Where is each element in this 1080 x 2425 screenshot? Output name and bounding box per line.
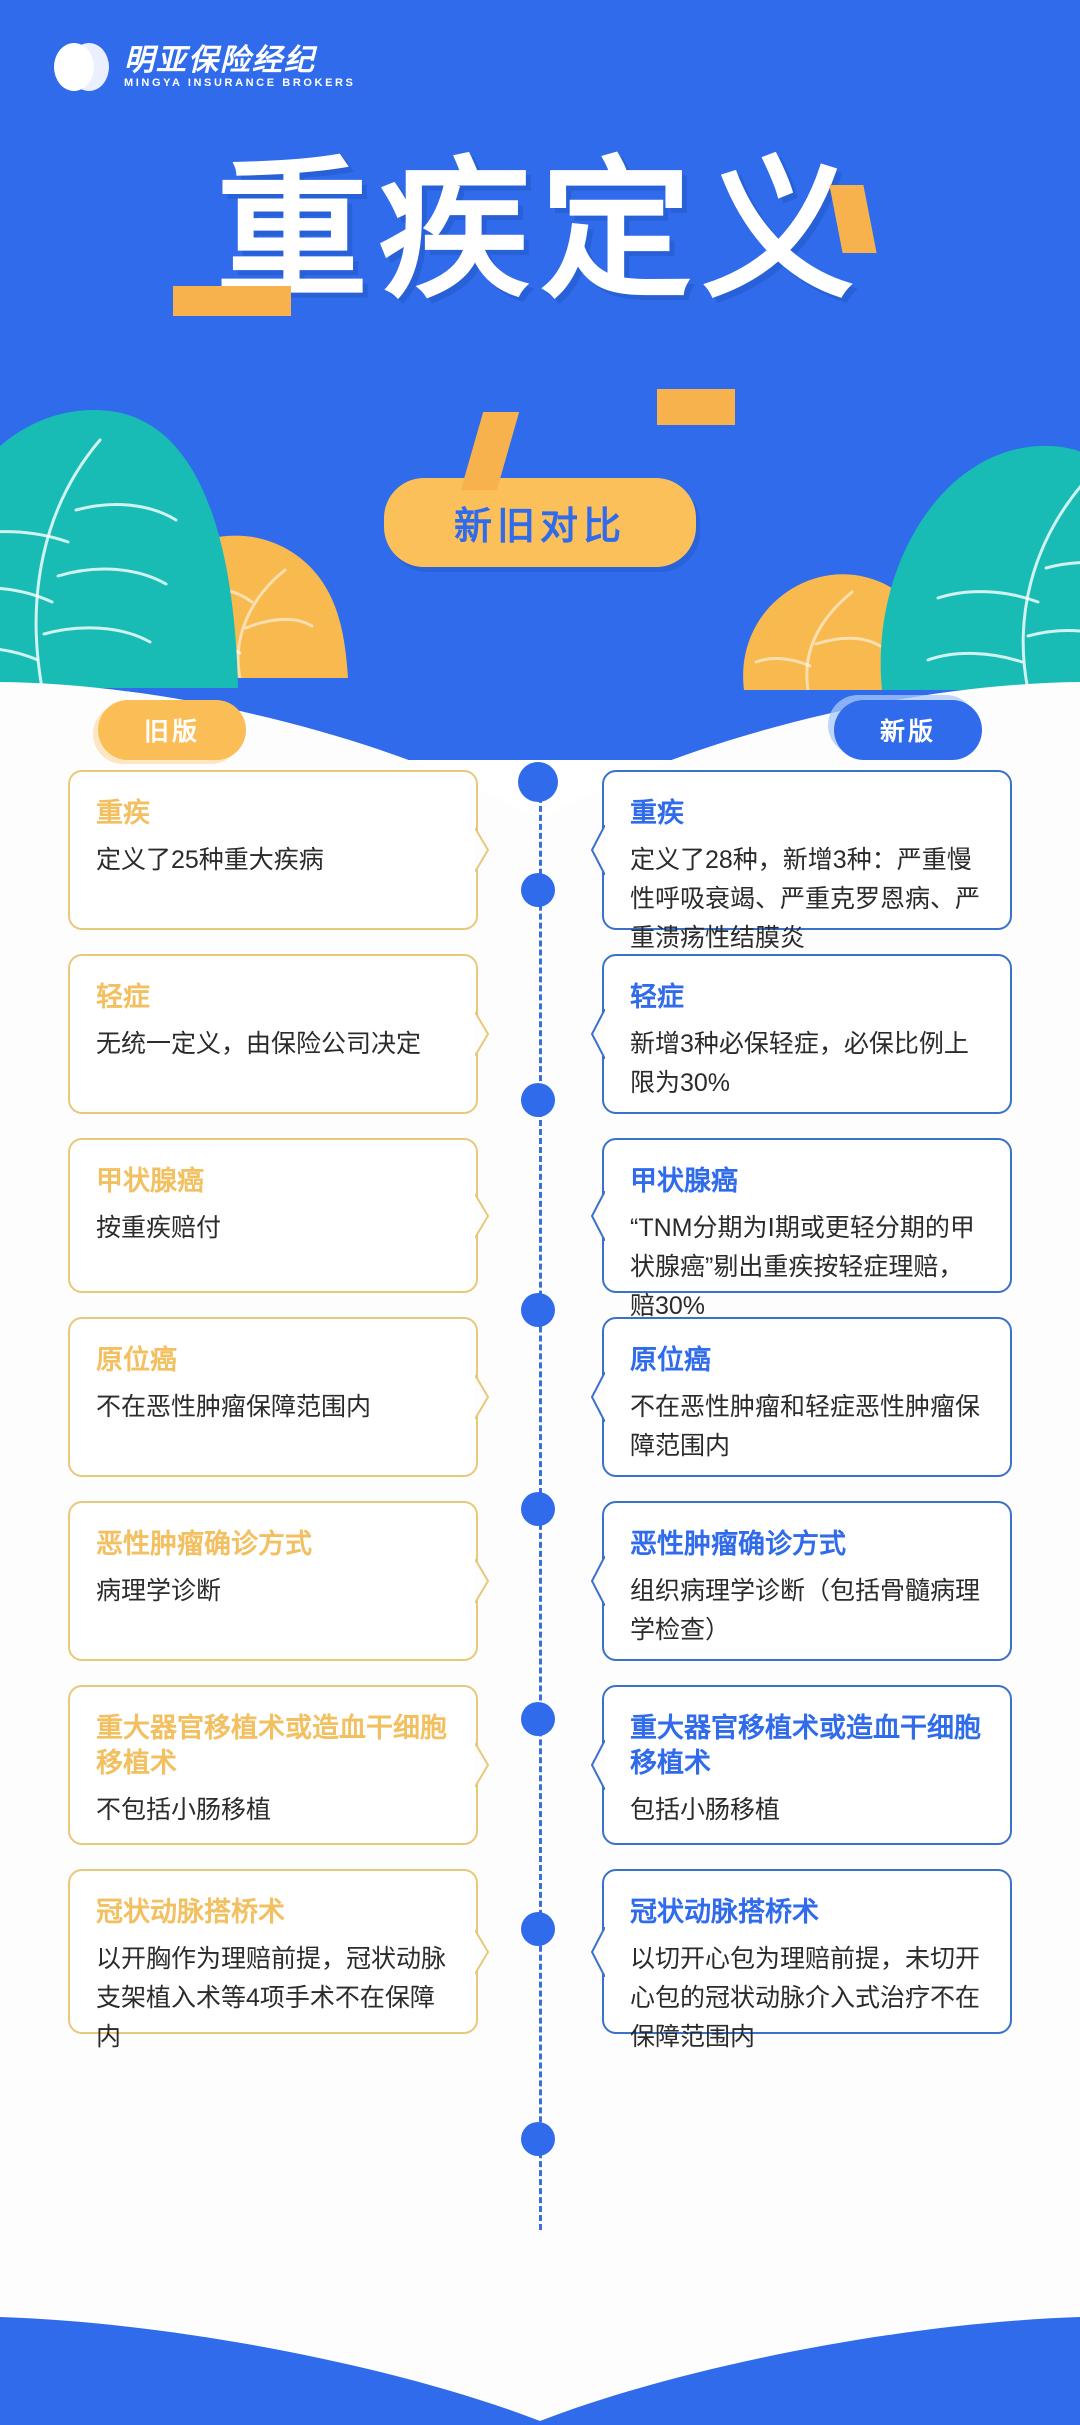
old-card-body: 以开胸作为理赔前提，冠状动脉支架植入术等4项手术不在保障内 [96, 1945, 447, 2051]
hero-banner: 明亚保险经纪 MINGYA INSURANCE BROKERS 重疾定义 新旧对… [0, 0, 1080, 760]
new-card-body: “TNM分期为Ⅰ期或更轻分期的甲状腺癌”剔出重疾按轻症理赔，赔30% [630, 1214, 975, 1320]
timeline-dot-row-2 [521, 1083, 555, 1117]
new-card-title: 甲状腺癌 [630, 1166, 738, 1196]
subtitle-badge: 新旧对比 [383, 478, 697, 567]
timeline-dot-row-3 [521, 1293, 555, 1327]
old-definition-card: 冠状动脉搭桥术 以开胸作为理赔前提，冠状动脉支架植入术等4项手术不在保障内 [68, 1869, 489, 2051]
new-card-title: 原位癌 [630, 1345, 711, 1375]
chevron-left-icon [591, 1190, 605, 1241]
comparison-row: 重大器官移植术或造血干细胞移植术 不包括小肠移植 重大器官移植术或造血干细胞移植… [0, 1685, 1080, 1845]
comparison-row: 冠状动脉搭桥术 以开胸作为理赔前提，冠状动脉支架植入术等4项手术不在保障内 冠状… [0, 1869, 1080, 2051]
chevron-right-icon [475, 1929, 489, 1974]
new-card-body: 包括小肠移植 [630, 1796, 781, 1825]
title-accent-bar-1 [173, 286, 291, 316]
old-card-body: 定义了25种重大疾病 [96, 846, 324, 875]
old-definition-card: 恶性肿瘤确诊方式 病理学诊断 [68, 1501, 489, 1661]
comparison-headers: 旧版 新版 [0, 700, 1080, 770]
mingya-discs-logo-icon [52, 42, 110, 92]
old-card-title: 重疾 [96, 798, 150, 828]
brand-logo: 明亚保险经纪 MINGYA INSURANCE BROKERS [52, 42, 356, 92]
chevron-left-icon [591, 1740, 605, 1790]
chevron-left-icon [591, 1372, 605, 1422]
new-card-title: 重大器官移植术或造血干细胞移植术 [630, 1713, 981, 1779]
old-card-body: 不在恶性肿瘤保障范围内 [96, 1393, 372, 1422]
comparison-row: 恶性肿瘤确诊方式 病理学诊断 恶性肿瘤确诊方式 组织病理学诊断（包括骨髓病理学检… [0, 1501, 1080, 1661]
new-definition-card: 重疾 定义了28种，新增3种：严重慢性呼吸衰竭、严重克罗恩病、严重溃疡性结膜炎 [591, 770, 1012, 952]
timeline-dot-row-7 [521, 2122, 555, 2156]
comparison-section: 旧版 新版 重疾 定义了25种重大疾病 重疾 定义了28种，新增3种：严重慢性呼… [0, 700, 1080, 2058]
old-card-title: 甲状腺癌 [96, 1166, 204, 1196]
timeline-dot-top [518, 762, 558, 802]
brand-name-cn: 明亚保险经纪 [124, 43, 316, 77]
new-card-title: 重疾 [630, 798, 684, 828]
new-definition-card: 恶性肿瘤确诊方式 组织病理学诊断（包括骨髓病理学检查） [591, 1501, 1012, 1661]
new-definition-card: 原位癌 不在恶性肿瘤和轻症恶性肿瘤保障范围内 [591, 1317, 1012, 1477]
chevron-right-icon [475, 828, 489, 872]
page-title: 重疾定义 [216, 146, 864, 316]
column-header-new: 新版 [833, 700, 982, 760]
old-definition-card: 重疾 定义了25种重大疾病 [68, 770, 489, 930]
leaf-teal-right-icon [880, 445, 1080, 690]
old-card-body: 无统一定义，由保险公司决定 [96, 1030, 422, 1059]
chevron-right-icon [475, 1375, 489, 1419]
timeline-dot-row-6 [521, 1912, 555, 1946]
chevron-left-icon [591, 1556, 605, 1606]
column-header-old: 旧版 [98, 700, 247, 760]
new-definition-card: 冠状动脉搭桥术 以切开心包为理赔前提，未切开心包的冠状动脉介入式治疗不在保障范围… [591, 1869, 1012, 2051]
chevron-left-icon [591, 825, 605, 875]
new-definition-card: 重大器官移植术或造血干细胞移植术 包括小肠移植 [591, 1685, 1012, 1845]
new-definition-card: 轻症 新增3种必保轻症，必保比例上限为30% [591, 954, 1012, 1114]
timeline-dot-row-1 [521, 873, 555, 907]
comparison-row: 原位癌 不在恶性肿瘤保障范围内 原位癌 不在恶性肿瘤和轻症恶性肿瘤保障范围内 [0, 1317, 1080, 1477]
new-card-body: 组织病理学诊断（包括骨髓病理学检查） [630, 1577, 981, 1644]
book-bottom-fold [0, 2317, 1080, 2425]
leaf-teal-left-icon [0, 409, 238, 688]
old-card-title: 原位癌 [96, 1345, 177, 1375]
timeline-dot-row-5 [521, 1702, 555, 1736]
old-definition-card: 重大器官移植术或造血干细胞移植术 不包括小肠移植 [68, 1685, 489, 1845]
old-card-title: 轻症 [96, 982, 150, 1012]
new-card-body: 不在恶性肿瘤和轻症恶性肿瘤保障范围内 [630, 1393, 981, 1460]
new-card-body: 定义了28种，新增3种：严重慢性呼吸衰竭、严重克罗恩病、严重溃疡性结膜炎 [630, 846, 981, 952]
title-accent-bar-3 [657, 389, 735, 425]
old-card-title: 冠状动脉搭桥术 [96, 1897, 285, 1927]
new-card-title: 轻症 [630, 982, 684, 1012]
chevron-left-icon [591, 1009, 605, 1059]
old-card-body: 病理学诊断 [96, 1577, 222, 1606]
comparison-row: 重疾 定义了25种重大疾病 重疾 定义了28种，新增3种：严重慢性呼吸衰竭、严重… [0, 770, 1080, 952]
chevron-right-icon [475, 1559, 489, 1603]
new-card-title: 冠状动脉搭桥术 [630, 1897, 819, 1927]
comparison-row: 轻症 无统一定义，由保险公司决定 轻症 新增3种必保轻症，必保比例上限为30% [0, 954, 1080, 1114]
chevron-right-icon [475, 1743, 489, 1787]
old-card-body: 按重疾赔付 [96, 1214, 222, 1243]
old-definition-card: 甲状腺癌 按重疾赔付 [68, 1138, 489, 1293]
brand-name-en: MINGYA INSURANCE BROKERS [124, 76, 356, 89]
comparison-row: 甲状腺癌 按重疾赔付 甲状腺癌 “TNM分期为Ⅰ期或更轻分期的甲状腺癌”剔出重疾… [0, 1138, 1080, 1320]
old-card-body: 不包括小肠移植 [96, 1796, 272, 1825]
old-card-title: 恶性肿瘤确诊方式 [96, 1529, 312, 1559]
new-card-title: 恶性肿瘤确诊方式 [630, 1529, 846, 1559]
old-definition-card: 原位癌 不在恶性肿瘤保障范围内 [68, 1317, 489, 1477]
new-card-body: 新增3种必保轻症，必保比例上限为30% [630, 1030, 969, 1097]
chevron-right-icon [475, 1012, 489, 1056]
chevron-right-icon [475, 1193, 489, 1238]
timeline-dot-row-4 [521, 1492, 555, 1526]
new-definition-card: 甲状腺癌 “TNM分期为Ⅰ期或更轻分期的甲状腺癌”剔出重疾按轻症理赔，赔30% [591, 1138, 1012, 1320]
old-card-title: 重大器官移植术或造血干细胞移植术 [96, 1713, 447, 1779]
chevron-left-icon [591, 1926, 605, 1977]
old-definition-card: 轻症 无统一定义，由保险公司决定 [68, 954, 489, 1114]
new-card-body: 以切开心包为理赔前提，未切开心包的冠状动脉介入式治疗不在保障范围内 [630, 1945, 981, 2051]
brand-logo-text: 明亚保险经纪 MINGYA INSURANCE BROKERS [124, 43, 356, 89]
